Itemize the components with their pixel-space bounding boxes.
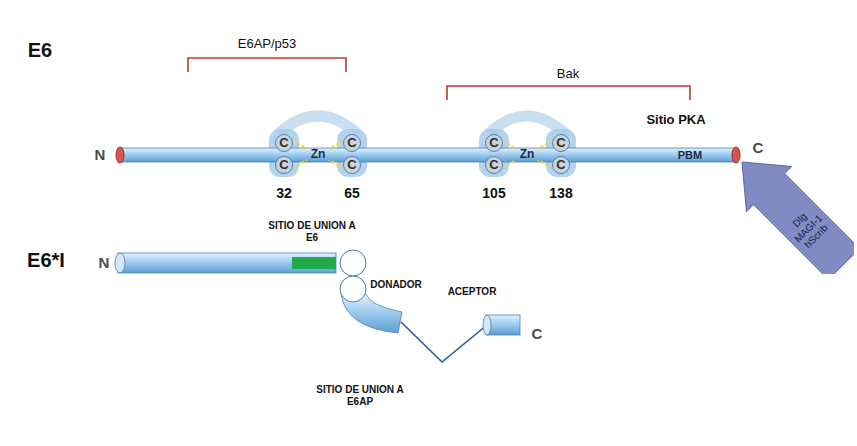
site-label: Sitio PKA <box>646 113 705 128</box>
cysteine-label: C <box>489 158 498 173</box>
domain-label: E6AP/p53 <box>238 37 297 52</box>
cysteine-label: C <box>347 158 356 173</box>
cysteine-label: C <box>556 136 565 151</box>
terminus-label: C <box>753 139 764 156</box>
splice-label: ACEPTOR <box>448 286 497 298</box>
terminus-label: C <box>532 325 543 342</box>
domain-bracket <box>188 58 346 72</box>
cysteine-label: C <box>279 136 288 151</box>
arrow-outline <box>742 162 854 274</box>
domain-bracket <box>447 86 690 100</box>
residue-number: 65 <box>344 185 360 201</box>
site-label: SITIO DE UNION A E6 <box>264 220 360 243</box>
zinc-label: Zn <box>311 148 326 162</box>
protein-name: E6*I <box>27 249 65 272</box>
motif-label: PBM <box>678 149 702 162</box>
protein-bar <box>118 148 736 162</box>
domain-label: Bak <box>557 67 579 82</box>
splice-label: DONADOR <box>370 279 422 291</box>
cysteine-label: C <box>489 136 498 151</box>
zinc-label: Zn <box>520 148 535 162</box>
residue-number: 105 <box>482 185 505 201</box>
terminus-label: N <box>99 254 110 271</box>
binding-site <box>292 257 336 269</box>
protein-name: E6 <box>28 39 52 62</box>
site-label: SITIO DE UNION A E6AP <box>308 384 412 407</box>
residue-number: 138 <box>549 185 572 201</box>
cysteine-label: C <box>279 158 288 173</box>
residue-number: 32 <box>276 185 292 201</box>
protein-bar <box>118 253 336 273</box>
terminus-label: N <box>95 146 106 163</box>
binding-partner-arrow: Dlg MAGI-1 hScrib <box>738 158 854 274</box>
cysteine-label: C <box>347 136 356 151</box>
cysteine-label: C <box>556 158 565 173</box>
intron-line <box>401 322 487 362</box>
